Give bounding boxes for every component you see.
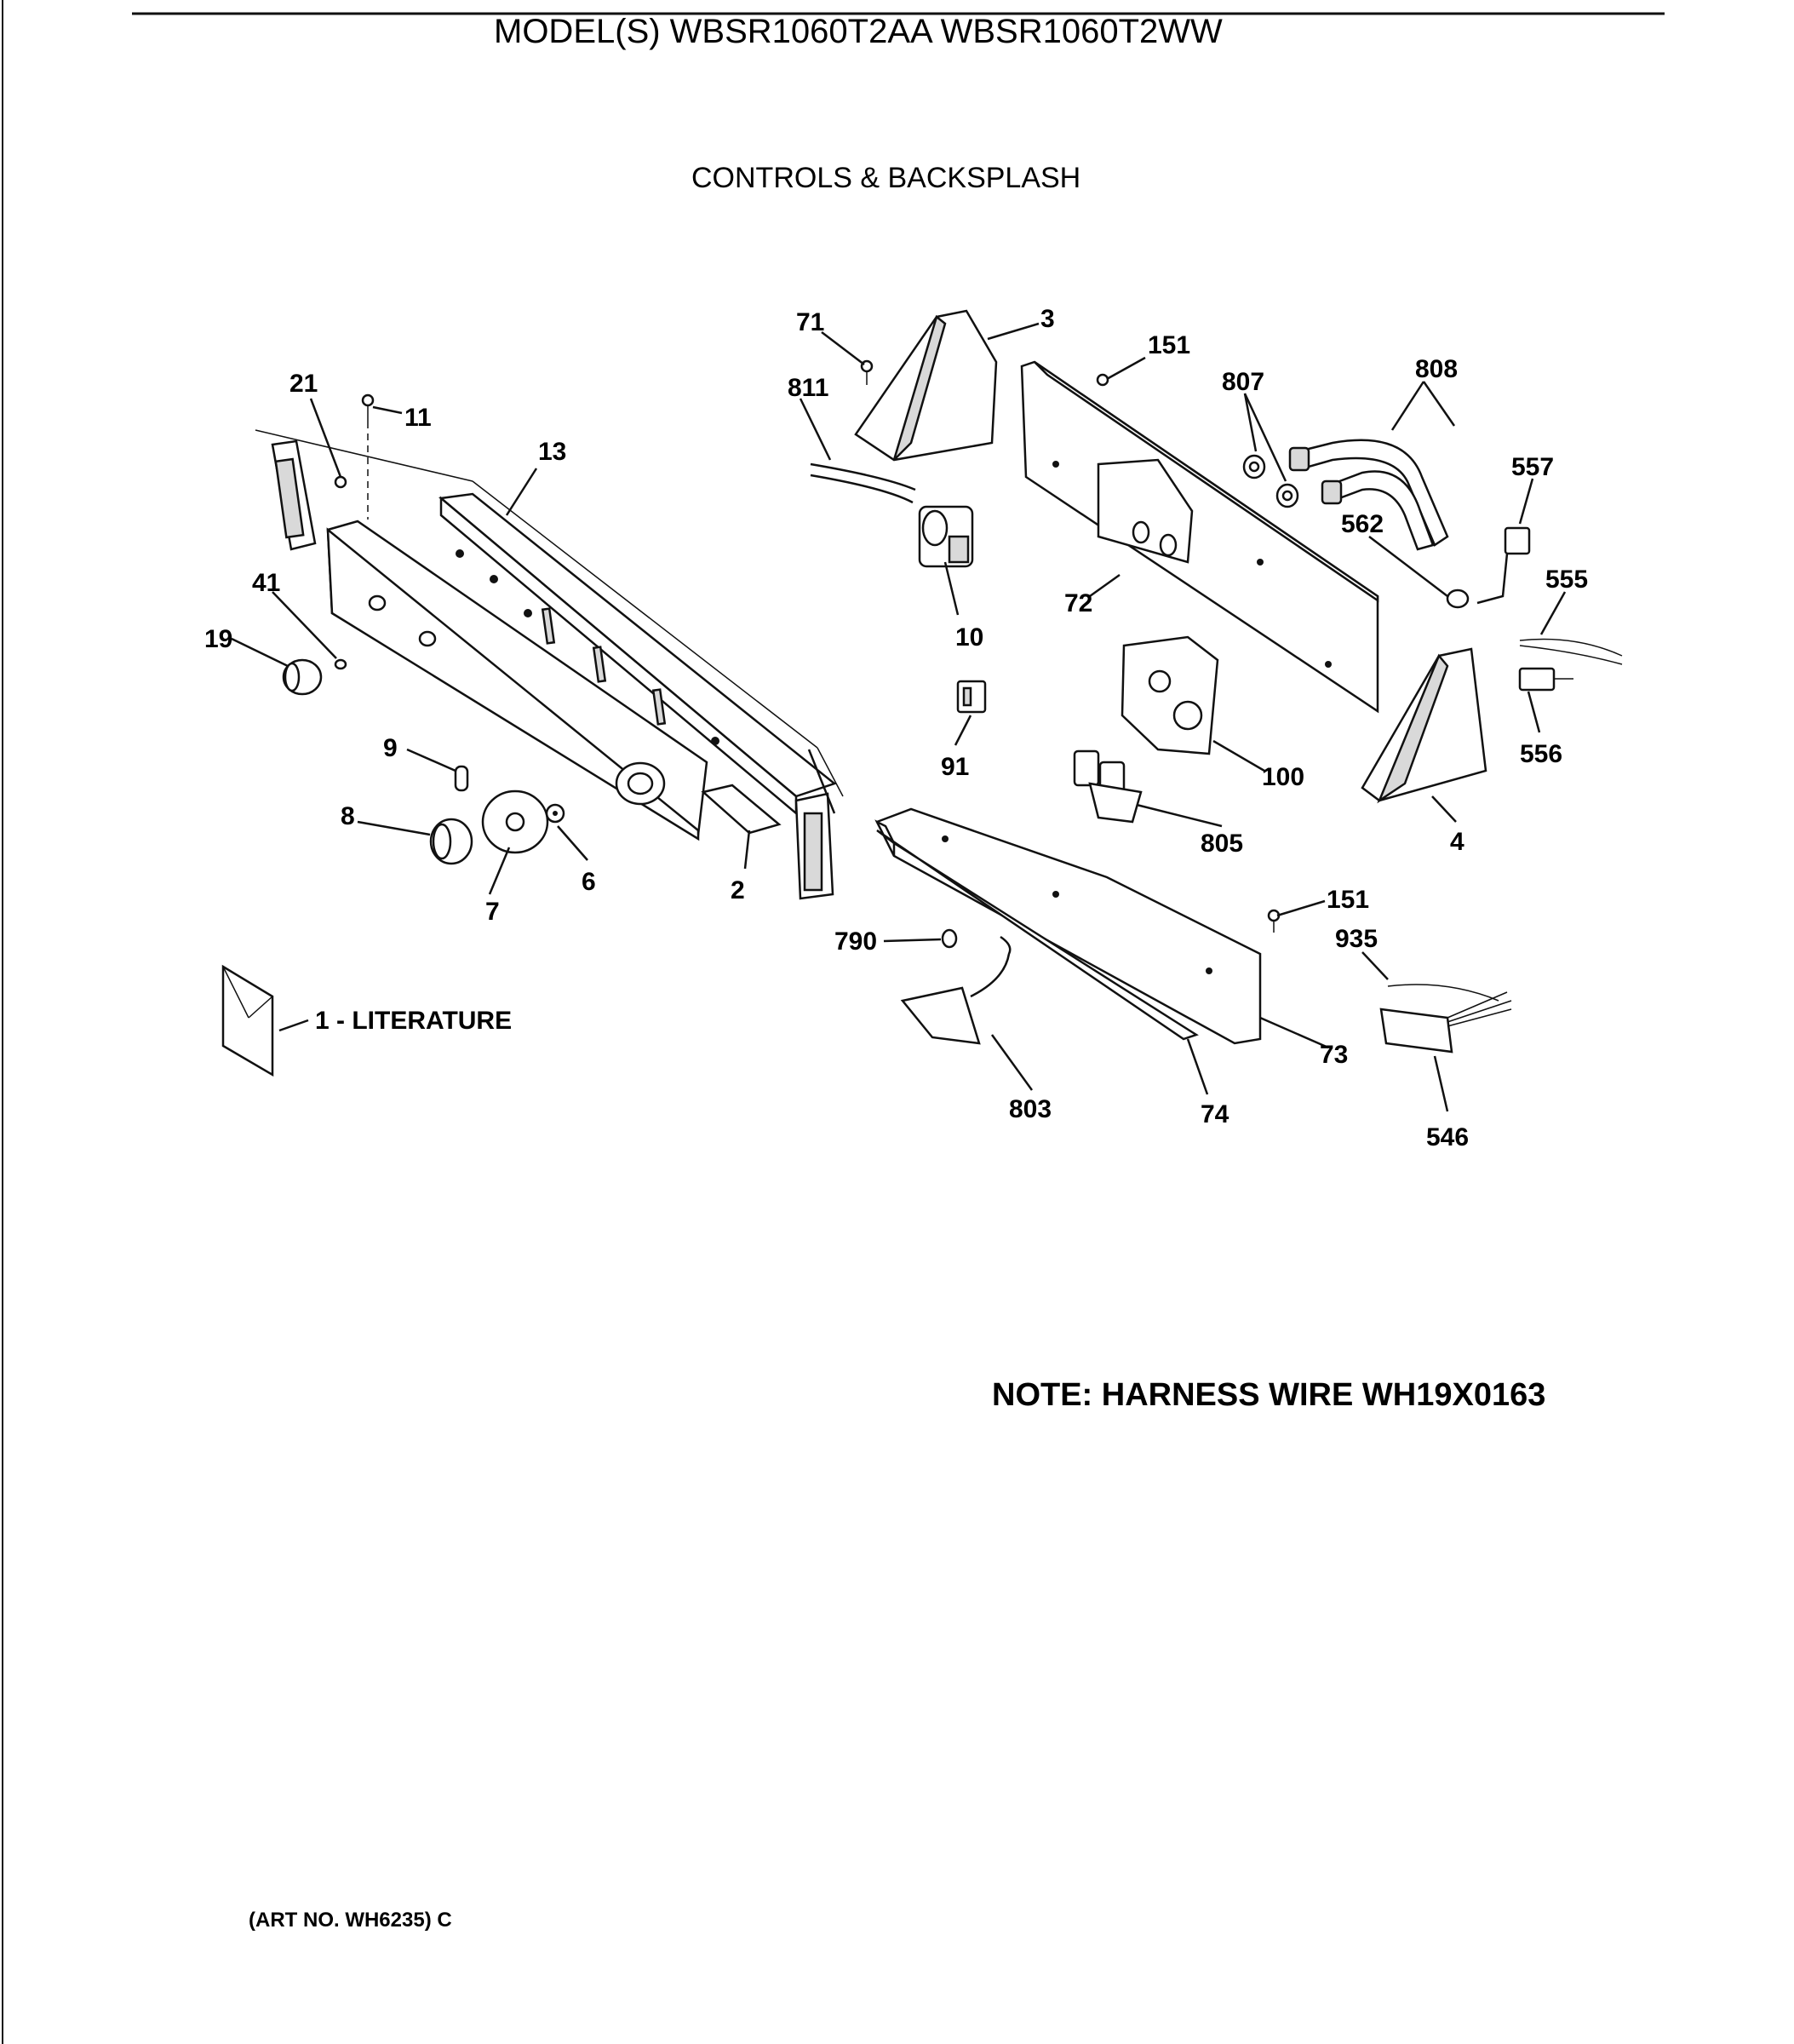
callout-73: 73 xyxy=(1320,1041,1348,1069)
clip-41-part xyxy=(334,658,347,670)
washer-6-part xyxy=(545,803,565,824)
knob-19-part xyxy=(282,658,323,696)
callout-100: 100 xyxy=(1262,763,1304,791)
callout-21: 21 xyxy=(289,370,318,398)
clip-562-part xyxy=(1446,589,1470,609)
clip-9-part xyxy=(454,765,469,792)
callout-935: 935 xyxy=(1335,925,1378,953)
callout-2: 2 xyxy=(731,876,745,904)
knob-8-part xyxy=(429,818,473,865)
callout-557: 557 xyxy=(1511,453,1554,481)
callout-808: 808 xyxy=(1415,355,1458,383)
callout-11: 11 xyxy=(404,404,432,432)
harness-note: NOTE: HARNESS WIRE WH19X0163 xyxy=(992,1377,1545,1413)
end-bracket-3-part xyxy=(854,309,998,462)
timer-100-part xyxy=(1121,635,1219,755)
callout-3: 3 xyxy=(1040,305,1055,333)
callout-151-top: 151 xyxy=(1148,331,1190,359)
callout-562: 562 xyxy=(1341,510,1384,538)
strip-74-part xyxy=(876,829,1199,1041)
backsplash-72-part xyxy=(1020,360,1379,714)
callout-807: 807 xyxy=(1222,368,1264,396)
connector-556-part xyxy=(1518,667,1573,692)
left-end-cap-part xyxy=(271,439,317,551)
clip-790-part xyxy=(941,928,958,949)
right-end-cap-part xyxy=(794,792,834,900)
washers-807-part xyxy=(1242,454,1299,508)
front-control-panel-part xyxy=(326,520,708,841)
inlet-hoses-808-part xyxy=(1288,439,1449,551)
callout-74: 74 xyxy=(1201,1100,1229,1128)
hose-811-part xyxy=(810,462,916,504)
wires-555-part xyxy=(1519,638,1623,665)
control-panel-bracket-part xyxy=(255,429,844,816)
callout-6: 6 xyxy=(582,868,596,896)
callout-72: 72 xyxy=(1064,589,1092,617)
callout-13: 13 xyxy=(538,438,566,466)
dial-7-part xyxy=(481,789,549,854)
model-title: MODEL(S) WBSR1060T2AA WBSR1060T2WW xyxy=(494,13,1223,50)
callout-811: 811 xyxy=(788,374,828,402)
callout-4: 4 xyxy=(1450,828,1464,856)
art-number: (ART NO. WH6235) C xyxy=(249,1909,452,1932)
callout-790: 790 xyxy=(834,927,877,956)
screw-11-part xyxy=(361,393,375,520)
callout-803: 803 xyxy=(1009,1095,1052,1123)
callout-71: 71 xyxy=(796,308,824,336)
callout-7: 7 xyxy=(485,898,500,926)
callout-151-bottom: 151 xyxy=(1327,886,1369,914)
callout-555: 555 xyxy=(1545,566,1588,594)
callout-805: 805 xyxy=(1201,830,1243,858)
callout-546: 546 xyxy=(1426,1123,1469,1151)
callout-10: 10 xyxy=(955,623,983,652)
harness-546-part xyxy=(1379,991,1512,1054)
callout-556: 556 xyxy=(1520,740,1562,768)
wire-935-part xyxy=(1387,984,1499,1002)
end-bracket-4-part xyxy=(1361,647,1487,804)
callout-1-literature: 1 - LITERATURE xyxy=(315,1007,512,1035)
callout-41: 41 xyxy=(252,569,280,597)
leader-lines xyxy=(231,322,1567,1112)
callout-8: 8 xyxy=(341,802,355,830)
callout-9: 9 xyxy=(383,734,398,762)
screw-151-top-part xyxy=(1096,373,1109,387)
pressure-switch-10-part xyxy=(918,505,974,568)
screw-151-bottom-part xyxy=(1267,909,1281,933)
rail-73-part xyxy=(874,807,1262,1045)
screw-21-part xyxy=(334,475,347,489)
literature-envelope-icon xyxy=(221,964,274,1077)
plug-557-part xyxy=(1476,526,1531,605)
switch-91-part xyxy=(956,680,987,714)
water-valve-805-part xyxy=(1073,749,1143,824)
cord-803-part xyxy=(900,935,1012,1045)
callout-91: 91 xyxy=(941,753,969,781)
section-title: CONTROLS & BACKSPLASH xyxy=(691,162,1080,194)
bracket-2-part xyxy=(701,784,782,835)
callout-19: 19 xyxy=(204,625,232,653)
